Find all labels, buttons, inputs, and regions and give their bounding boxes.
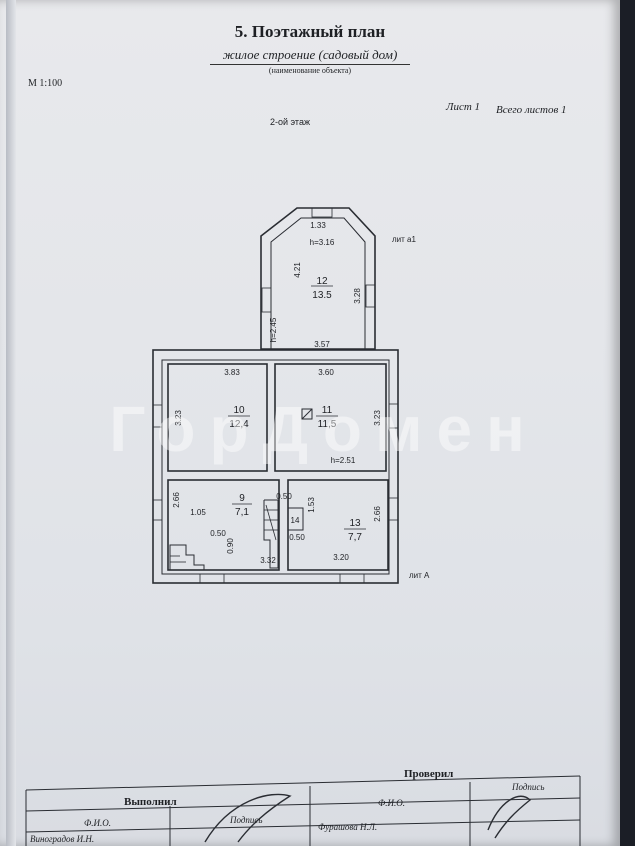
room-13-area: 7,7 bbox=[348, 532, 362, 543]
signature-label-done: Подпись bbox=[230, 815, 263, 825]
watermark: ГорДомен bbox=[109, 393, 539, 465]
room-9-walls bbox=[167, 479, 280, 571]
dim-2-66-left: 2.66 bbox=[172, 492, 181, 508]
room-12-number: 12 bbox=[316, 276, 328, 287]
bay-inner-wall bbox=[270, 217, 366, 350]
signature-scribble-1 bbox=[204, 793, 292, 843]
stair-steps bbox=[169, 544, 205, 570]
dim-3-23-right: 3.23 bbox=[373, 410, 382, 426]
room-14-number: 14 bbox=[291, 516, 300, 525]
room-14-walls bbox=[287, 507, 304, 531]
floor-label: 2-ой этаж bbox=[270, 117, 310, 127]
dim-3-23-left: 3.23 bbox=[174, 410, 183, 426]
dim-0-50-b: 0.50 bbox=[276, 492, 292, 501]
lit-a1-label: лит а1 bbox=[392, 235, 416, 244]
dim-0-50-a: 0.50 bbox=[210, 529, 226, 538]
dim-3-32: 3.32 bbox=[260, 556, 276, 565]
signature-table bbox=[25, 775, 581, 846]
room-11-area: 11,5 bbox=[318, 419, 337, 430]
window bbox=[152, 404, 163, 428]
window bbox=[261, 287, 272, 313]
document-page: 5. Поэтажный план жилое строение (садовы… bbox=[0, 0, 620, 846]
room-11-walls bbox=[274, 363, 387, 472]
outer-wall bbox=[152, 349, 399, 584]
page-title: 5. Поэтажный план bbox=[234, 22, 386, 41]
sheets-total: Всего листов 1 bbox=[496, 104, 567, 116]
checked-label: Проверил bbox=[404, 768, 454, 780]
dim-4-21: 4.21 bbox=[293, 262, 302, 278]
dim-3-20: 3.20 bbox=[333, 553, 349, 562]
room-11-number: 11 bbox=[322, 405, 333, 416]
fio-label-done: Ф.И.О. bbox=[84, 818, 111, 828]
signature-scribble-2 bbox=[487, 795, 532, 839]
window bbox=[152, 499, 163, 521]
name-done: Виноградов И.Н. bbox=[30, 834, 95, 844]
stair-steps-2 bbox=[263, 499, 279, 569]
dim-h-2-45: h=2.45 bbox=[269, 317, 278, 342]
chimney-symbol bbox=[301, 408, 313, 420]
fio-label-checked: Ф.И.О. bbox=[378, 798, 405, 808]
window bbox=[339, 573, 365, 584]
room-10-number: 10 bbox=[233, 405, 245, 416]
dim-0-50-c: 0.50 bbox=[289, 533, 305, 542]
object-caption: (наименование объекта) bbox=[268, 66, 352, 75]
signature-label-checked: Подпись bbox=[512, 782, 545, 792]
dim-3-28: 3.28 bbox=[353, 288, 362, 304]
room-9-area: 7,1 bbox=[235, 507, 249, 518]
room-12-area: 13.5 bbox=[312, 290, 332, 301]
scale-label: М 1:100 bbox=[28, 78, 63, 89]
dim-h-3-16: h=3.16 bbox=[310, 238, 335, 247]
dim-3-60: 3.60 bbox=[318, 368, 334, 377]
dim-1-53: 1.53 bbox=[307, 497, 316, 513]
window bbox=[365, 284, 376, 308]
dim-1-05: 1.05 bbox=[190, 508, 206, 517]
room-10-walls bbox=[167, 363, 268, 472]
window bbox=[311, 207, 333, 218]
dim-3-57: 3.57 bbox=[314, 340, 330, 349]
room-10-area: 12,4 bbox=[229, 419, 249, 430]
room-13-number: 13 bbox=[349, 518, 361, 529]
inner-outline bbox=[161, 359, 390, 575]
room-9-number: 9 bbox=[239, 493, 245, 504]
bay-outer-wall bbox=[260, 207, 376, 350]
lit-a-label: лит А bbox=[409, 571, 430, 580]
window bbox=[199, 573, 225, 584]
object-name: жилое строение (садовый дом) bbox=[222, 47, 398, 62]
dim-3-83: 3.83 bbox=[224, 368, 240, 377]
object-underline bbox=[210, 64, 410, 65]
window bbox=[388, 403, 399, 429]
dim-2-66-right: 2.66 bbox=[373, 506, 382, 522]
dim-h-2-51: h=2.51 bbox=[331, 456, 356, 465]
page-fold bbox=[6, 0, 16, 846]
dim-0-90: 0.90 bbox=[226, 538, 235, 554]
floor-plan: 12 13.5 10 12,4 11 11,5 9 7,1 13 7,7 14 … bbox=[152, 207, 430, 584]
window bbox=[388, 497, 399, 521]
name-checked: Фурашова Н.Л. bbox=[318, 822, 378, 832]
done-label: Выполнил bbox=[124, 796, 177, 808]
sheet-number: Лист 1 bbox=[446, 101, 481, 113]
dim-1-33: 1.33 bbox=[310, 221, 326, 230]
